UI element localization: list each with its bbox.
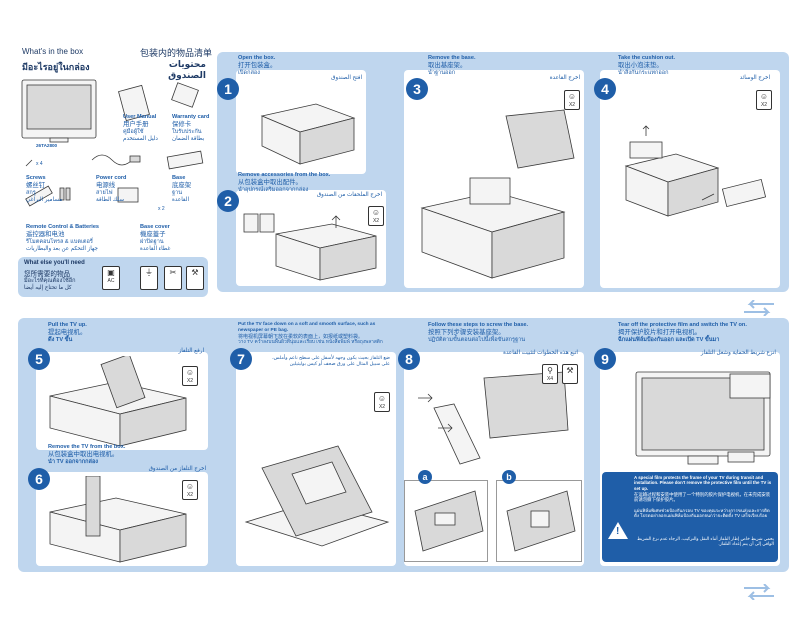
- accessories-box-illustration: [275, 215, 377, 281]
- what-else-cn: 您所需要的物品: [24, 271, 71, 278]
- step-1-text: Open the box. 打开包装盒。 เปิดกล่อง: [238, 55, 277, 76]
- tv-face-down-illustration: [244, 445, 390, 547]
- step-1-text-ar: افتح الصندوق: [331, 75, 362, 81]
- step-7-people-icon: ☺X2: [374, 392, 390, 412]
- remove-tv-illustration: [49, 476, 187, 563]
- step-3-people-icon: ☺X2: [564, 90, 580, 110]
- manual-icon: [243, 213, 275, 233]
- step-3-number: 3: [406, 78, 428, 100]
- step-3-text-ar: اخرج القاعدة: [549, 75, 580, 81]
- user-manual-label: User Manual 用户手册 คู่มือผู้ใช้ دليل المست…: [123, 114, 158, 142]
- screw-base-illustration: [418, 371, 569, 465]
- box-title-cn: 包装内的物品清单: [140, 48, 213, 58]
- step-8a-detail: [404, 480, 488, 562]
- step-6-text: Remove the TV from the box. 从包装盒中取出电视机。 …: [48, 444, 126, 465]
- plug-icon: ⏚: [140, 266, 158, 290]
- base-cover-label: Base cover 機座蓋子 ฝาปิดฐาน غطاء القاعدة: [140, 224, 171, 252]
- warning-text-ar: يحمي شريط خاص إطار التلفاز أثناء النقل و…: [637, 536, 774, 547]
- step-4-text-ar: اخرج الوسائد: [739, 75, 770, 81]
- step-8-screwdriver-icon: ⚒: [562, 364, 578, 384]
- screws-qty: x 4: [36, 161, 43, 167]
- step-6-text-ar: اخرج التلفاز من الصندوق: [148, 466, 206, 472]
- step-4-text: Take the cushion out. 取出小泡沫垫。 นำสิ่งกันก…: [618, 55, 676, 76]
- step-8b-marker: b: [502, 470, 516, 484]
- step-6-people-icon: ☺X2: [182, 480, 198, 500]
- step-5-number: 5: [28, 348, 50, 370]
- warning-text-en: A special film protects the frame of you…: [634, 475, 772, 491]
- box-title-th: มีอะไรอยู่ในกล่อง: [22, 62, 90, 72]
- screws-label: Screws 螺丝钉 สกรู مسامير البراغي: [26, 175, 63, 203]
- what-else-th: มีอะไรที่คุณต้องใช้อีก: [24, 278, 76, 284]
- step-1-card: [236, 70, 366, 174]
- step-7-number: 7: [230, 348, 252, 370]
- step-5-text: Pull the TV up. 提起电视机。 ดึง TV ขึ้น: [48, 322, 87, 343]
- pull-tv-up-illustration: [49, 356, 187, 447]
- step-8-screws-icon: ⚲X4: [542, 364, 558, 384]
- remove-base-illustration: [420, 109, 575, 279]
- power-outlet-icon: ▣AC: [102, 266, 120, 290]
- box-contents-illustration: [21, 79, 204, 207]
- base-label: Base 底座架 ฐาน القاعدة: [172, 175, 192, 203]
- tv-model-label: 26TA2800: [36, 143, 58, 148]
- protective-film-warning: ! A special film protects the frame of y…: [602, 472, 778, 562]
- step-7-text-ar: ضع التلفاز بحيث يكون وجهه لأسفل على سطح …: [272, 356, 390, 367]
- step-3-text: Remove the base. 取出基座架。 นำฐานออก: [428, 55, 476, 76]
- arrow-right-icon: [744, 584, 774, 600]
- tv-switch-on-illustration: [635, 371, 771, 465]
- step-5-people-icon: ☺X2: [182, 366, 198, 386]
- step-9-text: Tear off the protective film and switch …: [618, 322, 747, 343]
- step-4-people-icon: ☺X2: [756, 90, 772, 110]
- step-2-card: [236, 190, 386, 286]
- step-2-people-icon: ☺X2: [368, 206, 384, 226]
- step-8-text: Follow these steps to screw the base. 按照…: [428, 322, 529, 343]
- step-2-text-ar: اخرج الملحقات من الصندوق: [316, 192, 382, 198]
- what-else-ar: كل ما تحتاج إليه أيضا: [24, 285, 72, 291]
- warranty-card-label: Warranty card 保修卡 ใบรับประกัน بطاقة الضم…: [172, 114, 210, 142]
- step-6-card: [36, 472, 208, 566]
- step-7-text: Put the TV face down on a soft and smoot…: [238, 322, 383, 345]
- warning-text-cn: 在运输过程和安装中使用了一个特别的胶片保护电视机，在未完成安装前请勿撕下保护胶片…: [634, 492, 771, 503]
- step-5-card: [36, 352, 208, 450]
- step-4-card: [600, 70, 780, 288]
- step-3-card: [404, 70, 584, 288]
- warning-icon: !: [608, 522, 628, 539]
- step-8b-detail: [496, 480, 582, 562]
- what-else-en: What else you'll need: [24, 260, 85, 266]
- box-title-ar: محتويات الصندوق: [168, 59, 206, 80]
- screwdriver-icon: ⚒: [186, 266, 204, 290]
- step-2-number: 2: [217, 190, 239, 212]
- open-box-illustration: [260, 103, 356, 165]
- step-5-text-ar: ارفع التلفاز: [178, 348, 205, 354]
- step-8-number: 8: [398, 348, 420, 370]
- scissors-icon: ✂: [164, 266, 182, 290]
- step-6-number: 6: [28, 468, 50, 490]
- warning-text-th: แผ่นฟิล์มพิเศษช่วยป้องกันกรอบ TV ของคุณร…: [634, 508, 770, 519]
- power-cord-label: Power cord 电源线 สายไฟ سلك الطاقة: [96, 175, 127, 203]
- remote-label: Remote Control & Batteries 遥控器和电池 รีโมตค…: [26, 224, 100, 252]
- step-7-card: [236, 352, 396, 566]
- what-else-panel: What else you'll need 您所需要的物品 มีอะไรที่ค…: [18, 257, 208, 297]
- step-8-card: [404, 352, 584, 566]
- step-8-text-ar: اتبع هذه الخطوات لتثبيت القاعدة: [503, 350, 578, 356]
- step-1-number: 1: [217, 78, 239, 100]
- remove-cushion-illustration: [624, 125, 767, 217]
- base-cover-qty: x 2: [158, 206, 165, 212]
- step-2-text: Remove accessories from the box. 从包装盒中取出…: [238, 172, 331, 193]
- arrow-left-icon: [744, 300, 774, 316]
- step-9-number: 9: [594, 348, 616, 370]
- step-4-number: 4: [594, 78, 616, 100]
- step-9-text-ar: انزع شريط الحماية وشغل التلفاز: [700, 350, 776, 356]
- box-title-en: What's in the box: [22, 47, 84, 56]
- step-8a-marker: a: [418, 470, 432, 484]
